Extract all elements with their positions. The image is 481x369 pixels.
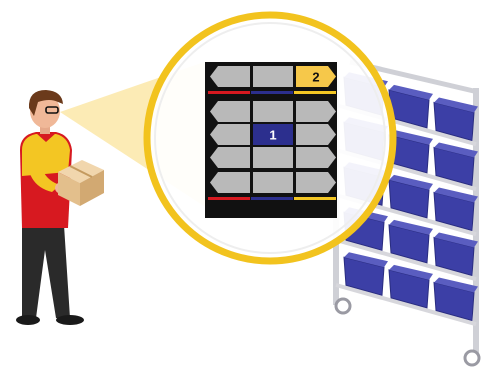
light-cell-0 — [210, 66, 250, 87]
divider-stripe — [251, 197, 293, 200]
light-cell-2 — [296, 172, 336, 193]
divider-stripe — [294, 91, 336, 94]
divider-stripe — [294, 197, 336, 200]
light-cell-2 — [296, 101, 336, 122]
divider-stripe — [208, 197, 250, 200]
divider-stripe — [251, 91, 293, 94]
rack-wheel — [465, 351, 479, 365]
light-cell-1 — [253, 147, 293, 168]
light-cell-1 — [253, 66, 293, 87]
light-panel: 21 — [205, 62, 337, 218]
worker-shoe — [16, 315, 40, 325]
light-cell-1 — [253, 101, 293, 122]
light-cell-number: 2 — [312, 70, 319, 85]
light-cell-0 — [210, 172, 250, 193]
worker-legs — [22, 225, 70, 318]
warehouse-worker-icon — [16, 90, 84, 325]
light-cell-0 — [210, 101, 250, 122]
light-cell-2 — [296, 147, 336, 168]
light-cell-2 — [296, 124, 336, 145]
rack-wheel — [336, 299, 350, 313]
light-cell-number: 1 — [269, 128, 276, 143]
light-cell-1 — [253, 172, 293, 193]
divider-stripe — [208, 91, 250, 94]
light-cell-0 — [210, 124, 250, 145]
light-cell-0 — [210, 147, 250, 168]
worker-shoe — [56, 315, 84, 325]
